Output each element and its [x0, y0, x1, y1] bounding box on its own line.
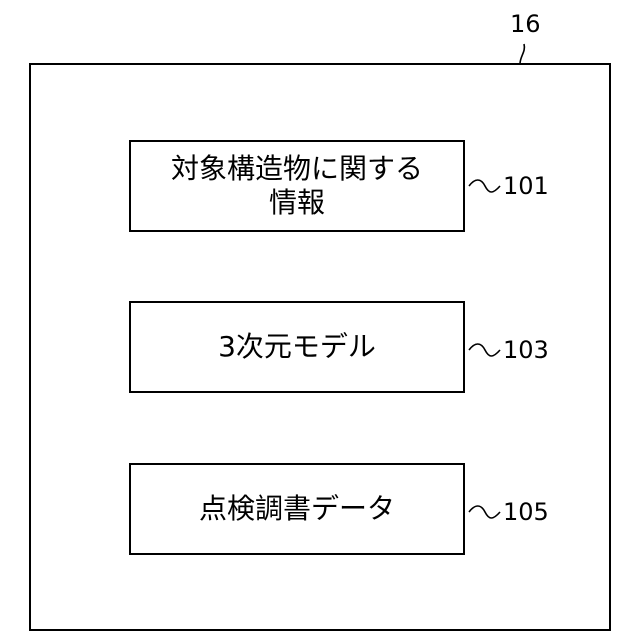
box-101-line-1: 対象構造物に関する — [171, 152, 423, 186]
box-105-ref-label: 105 — [503, 498, 549, 526]
box-105-line-1: 点検調書データ — [199, 492, 395, 526]
container-ref-label: 16 — [510, 10, 541, 38]
box-101-text: 対象構造物に関する 情報 — [130, 141, 464, 231]
box-103-text: 3次元モデル — [130, 302, 464, 392]
box-105-leader — [469, 506, 500, 518]
box-101-leader — [469, 180, 500, 192]
box-105-text: 点検調書データ — [130, 464, 464, 554]
box-101-line-2: 情報 — [171, 186, 423, 220]
box-103-ref-label: 103 — [503, 336, 549, 364]
box-101-ref-label: 101 — [503, 172, 549, 200]
box-103-line-1: 3次元モデル — [218, 330, 376, 364]
container-ref-leader — [520, 44, 524, 64]
box-103-leader — [469, 344, 500, 356]
